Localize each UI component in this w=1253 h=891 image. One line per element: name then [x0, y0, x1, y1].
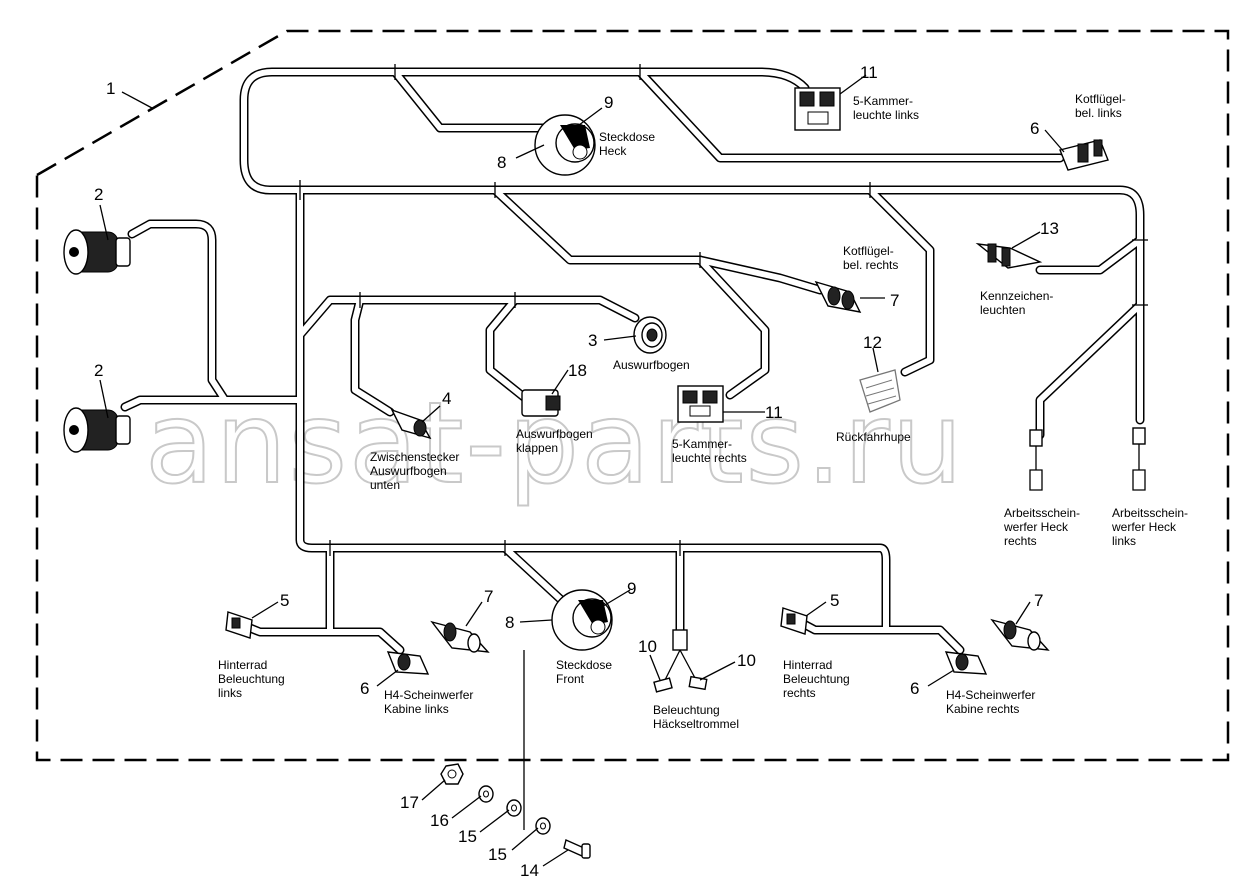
callout-10: 10: [737, 651, 756, 670]
callout-5: 5: [280, 591, 289, 610]
label-rueckfahrhupe: Rückfahrhupe: [836, 430, 911, 444]
work-light-connector-icon: [1132, 427, 1146, 491]
callout-2: 2: [94, 185, 103, 204]
label-kotfluegel-links: Kotflügel- bel. links: [1075, 92, 1129, 120]
callout-9: 9: [627, 579, 636, 598]
callout-numbers: 1 2 2 3 4 5 5 6 6 6 7 7 7 8 8 9 9 10 10 …: [94, 63, 1059, 880]
round-connector-icon: [63, 229, 131, 275]
part-labels: Steckdose Heck 5-Kammer- leuchte links K…: [218, 92, 1191, 731]
leader-lines: [99, 74, 1065, 867]
screw-icon: [563, 839, 591, 859]
label-5-kammer-links: 5-Kammer- leuchte links: [853, 94, 919, 122]
label-h4-links: H4-Scheinwerfer Kabine links: [384, 688, 477, 716]
nut-icon: [440, 763, 464, 785]
five-chamber-connector-icon: [677, 385, 724, 423]
callout-12: 12: [863, 333, 882, 352]
callout-11: 11: [765, 403, 783, 422]
callout-2: 2: [94, 361, 103, 380]
socket-icon: [534, 114, 596, 176]
callout-7: 7: [890, 291, 899, 310]
flat-connector-icon: [1059, 139, 1109, 171]
callout-14: 14: [520, 861, 539, 880]
callout-16: 16: [430, 811, 449, 830]
plug-connector-icon: [814, 280, 862, 313]
round-connector-icon: [633, 316, 667, 354]
callout-17: 17: [400, 793, 419, 812]
harness-wires: [120, 64, 1148, 655]
clip-connector-icon: [225, 611, 253, 639]
callout-7: 7: [484, 587, 493, 606]
washer-icon: [535, 817, 551, 835]
work-light-connector-icon: [1029, 429, 1043, 491]
callout-15: 15: [458, 827, 477, 846]
label-kennzeichenleuchten: Kennzeichen- leuchten: [980, 289, 1057, 317]
inline-connector-icon: [390, 408, 432, 440]
label-h4-rechts: H4-Scheinwerfer Kabine rechts: [946, 688, 1039, 716]
label-zwischenstecker: Zwischenstecker Auswurfbogen unten: [370, 450, 463, 492]
callout-8: 8: [497, 153, 506, 172]
callout-13: 13: [1040, 219, 1059, 238]
washer-icon: [506, 799, 522, 817]
label-hinterrad-links: Hinterrad Beleuchtung links: [218, 658, 288, 700]
round-connector-icon: [63, 407, 131, 453]
assembly-boundary: [35, 29, 1230, 762]
callout-5: 5: [830, 591, 839, 610]
washer-icon: [478, 785, 494, 803]
five-chamber-connector-icon: [794, 87, 841, 131]
callout-4: 4: [442, 389, 451, 408]
label-arbeitsscheinwerfer-links: Arbeitsschein- werfer Heck links: [1111, 506, 1191, 548]
label-arbeitsscheinwerfer-rechts: Arbeitsschein- werfer Heck rechts: [1003, 506, 1083, 548]
callout-7: 7: [1034, 591, 1043, 610]
spade-connector-icon: [653, 629, 708, 693]
callout-1: 1: [106, 79, 115, 98]
label-steckdose-front: Steckdose Front: [556, 658, 615, 686]
label-5-kammer-rechts: 5-Kammer- leuchte rechts: [672, 437, 747, 465]
callout-8: 8: [505, 613, 514, 632]
socket-icon: [551, 589, 613, 651]
callout-10: 10: [638, 637, 657, 656]
callout-3: 3: [588, 331, 597, 350]
callout-9: 9: [604, 93, 613, 112]
clip-connector-icon: [780, 607, 808, 635]
label-beleuchtung-haeckseltrommel: Beleuchtung Häckseltrommel: [653, 703, 739, 731]
label-steckdose-heck: Steckdose Heck: [599, 130, 658, 158]
flat-connector-icon: [975, 242, 1043, 269]
callout-6: 6: [1030, 119, 1039, 138]
h4-connector-icon: [944, 618, 1050, 675]
callout-6: 6: [360, 679, 369, 698]
callout-18: 18: [568, 361, 587, 380]
label-auswurfbogen-klappen: Auswurfbogen klappen: [516, 427, 596, 455]
callout-11: 11: [860, 63, 878, 82]
h4-connector-icon: [386, 620, 490, 675]
callout-6: 6: [910, 679, 919, 698]
label-hinterrad-rechts: Hinterrad Beleuchtung rechts: [783, 658, 853, 700]
label-kotfluegel-rechts: Kotflügel- bel. rechts: [843, 244, 898, 272]
horn-connector-icon: [859, 369, 901, 413]
callout-15: 15: [488, 845, 507, 864]
inline-connector-icon: [521, 389, 561, 417]
label-auswurfbogen: Auswurfbogen: [613, 358, 690, 372]
